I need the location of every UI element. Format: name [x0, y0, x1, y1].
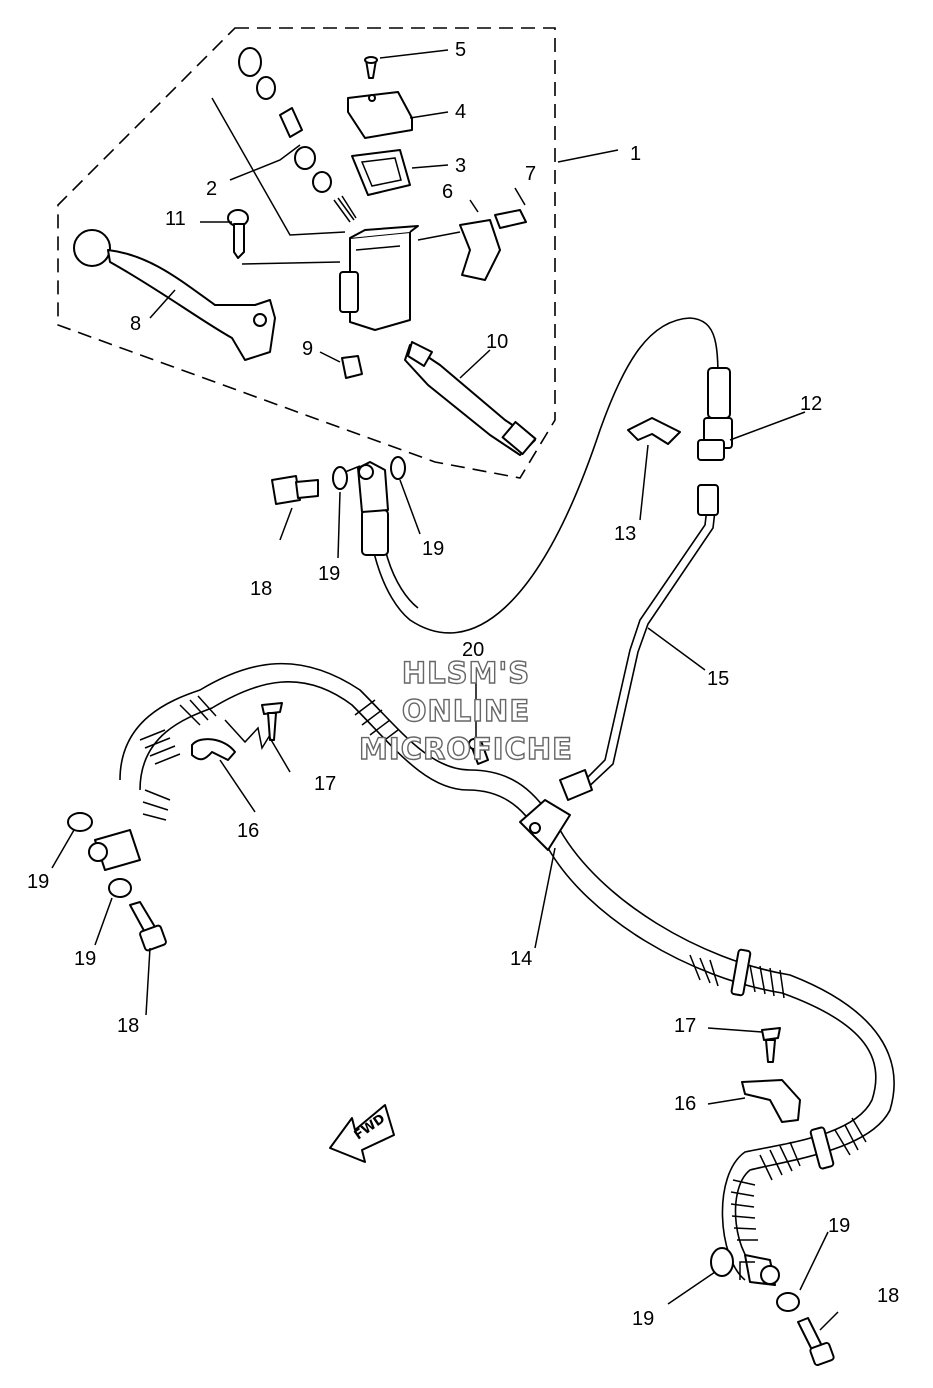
callout-19-lower-left: 19	[632, 1308, 654, 1330]
clamp-bolt-right	[761, 1027, 781, 1063]
lever-pivot-bolt	[227, 209, 341, 265]
hose-clamp-left	[191, 719, 271, 761]
washer-upper-right	[390, 456, 406, 480]
washer-left-upper	[67, 812, 93, 832]
hose-clamp-right	[741, 1079, 801, 1123]
brake-pipe	[559, 484, 719, 801]
callout-6: 6	[442, 181, 453, 203]
callout-9: 9	[302, 338, 313, 360]
watermark-line-1: HLSM'S	[402, 656, 530, 690]
callout-18-lower: 18	[877, 1285, 899, 1307]
assembly-boundary	[57, 27, 556, 479]
lower-brake-hose	[88, 662, 895, 1286]
callout-19-lower-right: 19	[828, 1215, 850, 1237]
callout-17-left: 17	[314, 773, 336, 795]
cap-diaphragm	[351, 149, 411, 196]
callout-1: 1	[630, 143, 641, 165]
master-cylinder-holder	[417, 209, 527, 281]
callout-10: 10	[486, 331, 508, 353]
master-cylinder	[339, 225, 537, 456]
callouts: 1 2 3 4 5 6 7 8 9 10 11 12 13 14 15 16 1…	[27, 39, 899, 1330]
watermark-line-2: ONLINE	[402, 694, 530, 728]
washer-upper-left	[332, 466, 348, 490]
callout-7: 7	[525, 163, 536, 185]
washer-lower-left	[710, 1247, 734, 1277]
reservoir-cap	[347, 91, 413, 139]
union-bolt-left	[129, 901, 167, 952]
callout-15: 15	[707, 668, 729, 690]
watermark-line-3: MICROFICHE	[359, 732, 573, 766]
piston-kit	[211, 47, 357, 236]
brake-switch	[407, 341, 433, 367]
callout-20: 20	[462, 639, 484, 661]
joint-bolt	[468, 737, 489, 765]
hose-bracket	[627, 417, 681, 445]
callout-19-upper-left: 19	[318, 563, 340, 585]
union-bolt-upper	[271, 475, 319, 505]
fwd-arrow: FWD	[329, 1104, 395, 1163]
callout-19-left-upper: 19	[27, 871, 49, 893]
brake-lever	[73, 229, 276, 361]
callout-17-right: 17	[674, 1015, 696, 1037]
cap-screw	[364, 56, 378, 79]
callout-3: 3	[455, 155, 466, 177]
callout-19-left-lower: 19	[74, 948, 96, 970]
union-bolt-lower	[797, 1317, 835, 1367]
callout-16-right: 16	[674, 1093, 696, 1115]
callout-4: 4	[455, 101, 466, 123]
callout-18-left: 18	[117, 1015, 139, 1037]
callout-13: 13	[614, 523, 636, 545]
callout-16-left: 16	[237, 820, 259, 842]
leader-lines	[51, 49, 839, 1331]
callout-11: 11	[165, 208, 186, 230]
callout-5: 5	[455, 39, 466, 61]
washer-left-lower	[108, 878, 132, 898]
callout-18-upper: 18	[250, 578, 272, 600]
callout-8: 8	[130, 313, 141, 335]
callout-12: 12	[800, 393, 822, 415]
hose-joint	[519, 799, 571, 851]
upper-brake-hose	[357, 317, 733, 634]
watermark: HLSM'S ONLINE MICROFICHE	[358, 655, 573, 766]
callout-2: 2	[206, 178, 217, 200]
washer-lower-right	[776, 1292, 800, 1312]
callout-19-upper-right: 19	[422, 538, 444, 560]
callout-14: 14	[510, 948, 532, 970]
clamp-bolt-left	[261, 702, 283, 741]
lever-nut	[341, 355, 363, 379]
